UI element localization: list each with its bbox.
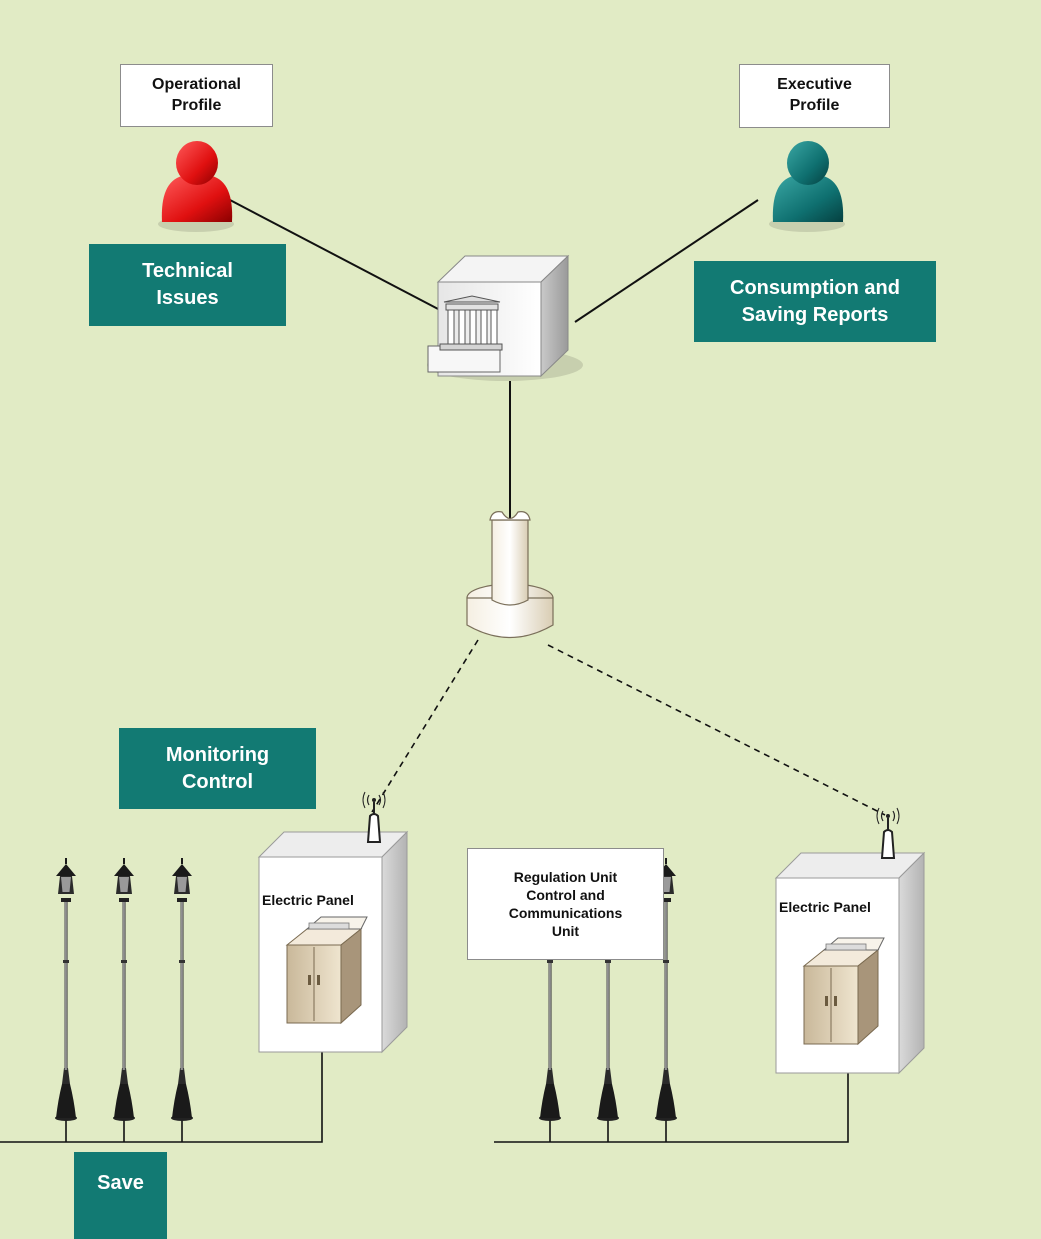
electrical-cabinet-icon	[775, 852, 925, 1074]
street-lamp-icon	[171, 858, 193, 1121]
antenna-icon	[876, 807, 900, 859]
regulation-unit-label: Regulation Unit Control and Communicatio…	[467, 848, 664, 960]
technical-issues-label: Technical Issues	[89, 244, 286, 326]
user-icon	[158, 141, 234, 232]
street-lamp-icon	[55, 858, 77, 1121]
monitoring-control-label: Monitoring Control	[119, 728, 316, 809]
consumption-reports-label: Consumption and Saving Reports	[694, 261, 936, 342]
ground-wire-right	[494, 1052, 849, 1143]
electrical-cabinet-icon	[258, 831, 408, 1053]
operational-profile-label: Operational Profile	[120, 64, 273, 127]
street-lamp-icon	[113, 858, 135, 1121]
panel-caption: Electric Panel	[262, 892, 354, 908]
ground-wire-left	[0, 1052, 323, 1143]
link-operational-server	[229, 199, 441, 311]
link-executive-server	[574, 199, 759, 323]
user-icon	[769, 141, 845, 232]
gateway-antenna-icon	[466, 511, 554, 639]
link-gateway-panel-right	[547, 644, 886, 816]
panel-caption: Electric Panel	[779, 899, 871, 915]
save-label: Save	[74, 1152, 167, 1239]
server-icon	[427, 254, 583, 381]
link-gateway-panel-left	[371, 639, 479, 813]
executive-profile-label: Executive Profile	[739, 64, 890, 128]
